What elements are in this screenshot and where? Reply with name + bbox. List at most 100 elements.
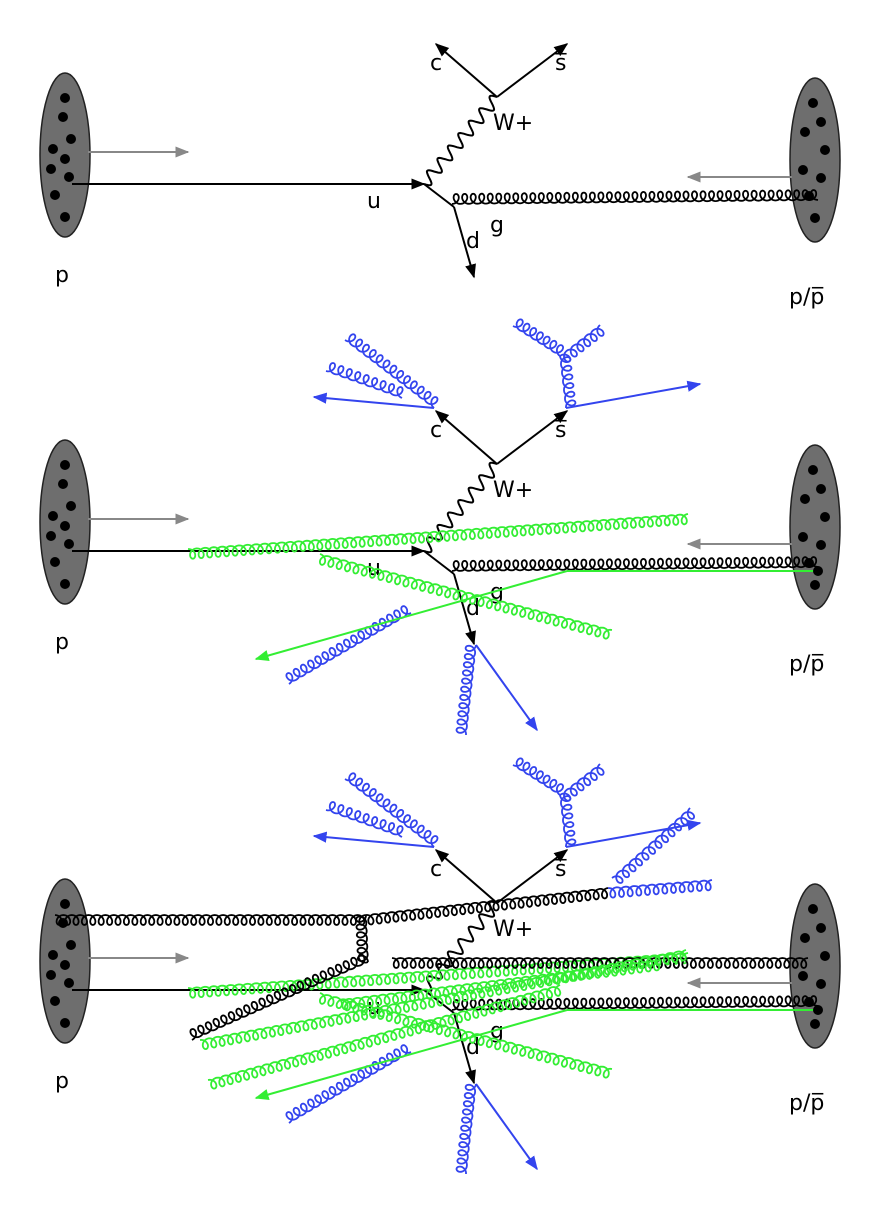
fsr-quark-s [565, 819, 702, 848]
parton-dot [808, 98, 818, 108]
parton-dot [820, 951, 830, 961]
isr-line-out [254, 570, 568, 661]
sbar-quark-outgoing [496, 849, 569, 904]
parton-dot [50, 190, 60, 200]
parton-dot [46, 531, 56, 541]
parton-dot [820, 512, 830, 522]
fsr-quark-c [312, 831, 435, 848]
ue-gluon-loop [355, 914, 369, 963]
fsr-quark-d [475, 1083, 538, 1171]
fsr-gluon-s1 [559, 355, 577, 408]
parton-dot [48, 511, 58, 521]
parton-dot [60, 1018, 70, 1028]
parton-dot [48, 144, 58, 154]
parton-dot [50, 557, 60, 567]
d-quark-outgoing [453, 206, 476, 279]
d-quark-segment [423, 989, 455, 1014]
proton-label: p [55, 263, 69, 288]
fsr-gluon-d [455, 644, 477, 735]
fsr-gluon-c2 [325, 801, 404, 838]
parton-dot [60, 460, 70, 470]
parton-dot [66, 940, 76, 950]
sbar-label: s̅ [554, 857, 567, 882]
parton-dot [816, 173, 826, 183]
c-quark-outgoing [434, 849, 498, 904]
g-label: g [490, 213, 504, 238]
ue-gluon-upper [366, 887, 609, 926]
fsr-quark-d [475, 644, 538, 732]
ue-blue-gluon [607, 879, 713, 899]
parton-dot [800, 127, 810, 137]
parton-dot [50, 996, 60, 1006]
c-quark-outgoing [434, 410, 498, 465]
fsr-quark-s [565, 380, 702, 409]
parton-dot [810, 213, 820, 223]
parton-dot [66, 501, 76, 511]
hadron-ellipse [789, 77, 841, 243]
antiproton-label: p/p̅ [789, 652, 824, 677]
parton-dot [60, 579, 70, 589]
w-label: W+ [493, 917, 533, 942]
parton-dot [816, 923, 826, 933]
parton-dot [60, 212, 70, 222]
parton-dot [816, 484, 826, 494]
proton-left [39, 439, 91, 605]
parton-dot [48, 950, 58, 960]
parton-dot [58, 112, 68, 122]
parton-dot [60, 960, 70, 970]
isr-gluon-long [187, 952, 689, 999]
hadron-ellipse [789, 444, 841, 610]
proton-left [39, 878, 91, 1044]
ue-green-2 [207, 984, 562, 1090]
fsr-gluon-d [455, 1083, 477, 1174]
parton-dot [798, 971, 808, 981]
d-label: d [466, 229, 480, 254]
ue-green-3 [340, 959, 661, 1011]
parton-dot [58, 918, 68, 928]
parton-dot [60, 93, 70, 103]
parton-dot [810, 1019, 820, 1029]
d-quark-segment [423, 550, 455, 575]
parton-dot [798, 165, 808, 175]
parton-dot [64, 172, 74, 182]
isr-gluon-long [187, 513, 689, 560]
isr-gluon-2 [318, 553, 613, 640]
parton-dot [46, 164, 56, 174]
c-quark-outgoing [434, 43, 498, 98]
fsr-gluon-s3 [559, 324, 605, 363]
parton-dot [816, 979, 826, 989]
ue-gluon-low [189, 953, 369, 1041]
parton-dot [810, 580, 820, 590]
parton-dot [66, 134, 76, 144]
parton-dot [60, 154, 70, 164]
parton-dot [58, 479, 68, 489]
fsr-gluon-s2 [512, 318, 565, 357]
w-label: W+ [493, 111, 533, 136]
w-boson [423, 94, 498, 187]
parton-dot [820, 145, 830, 155]
parton-dot [813, 566, 823, 576]
proton-left [39, 72, 91, 238]
fsr-quark-c [312, 392, 435, 409]
parton-dot [64, 978, 74, 988]
w-boson [423, 461, 498, 554]
parton-dot [816, 117, 826, 127]
gluon-incoming [451, 189, 819, 205]
isr-gluon-2 [318, 992, 613, 1079]
proton-label: p [55, 630, 69, 655]
proton-label: p [55, 1069, 69, 1094]
antiproton-label: p/p̅ [789, 1091, 824, 1116]
d-quark-outgoing [453, 1012, 476, 1085]
c-label: c [430, 51, 442, 76]
parton-dot [813, 1005, 823, 1015]
parton-dot [64, 539, 74, 549]
parton-dot [816, 540, 826, 550]
antiproton-label: p/p̅ [789, 285, 824, 310]
w-label: W+ [493, 478, 533, 503]
fsr-gluon-s1 [559, 794, 577, 847]
sbar-quark-outgoing [496, 410, 569, 465]
